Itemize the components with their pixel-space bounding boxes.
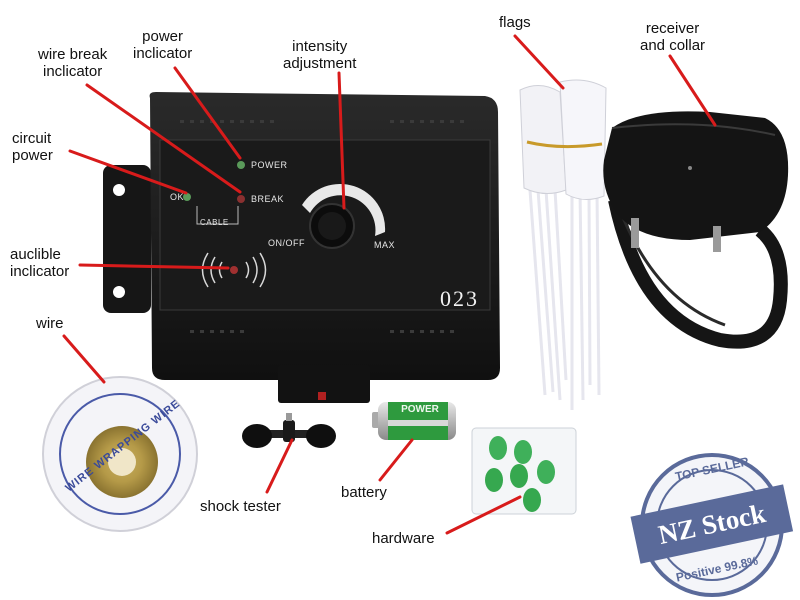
spool-ring xyxy=(59,393,181,515)
break-led xyxy=(237,195,245,203)
wire-nut xyxy=(523,488,541,512)
model-number: 023 xyxy=(440,286,479,311)
label-power-indicator: power inclicator xyxy=(133,28,193,62)
label-receiver-and-collar: receiver and collar xyxy=(640,20,706,54)
leader-break xyxy=(85,83,242,194)
label-intensity-adjustment: intensity adjustment xyxy=(283,38,357,72)
battery xyxy=(372,402,456,440)
leader-flags xyxy=(513,34,565,90)
label-battery: battery xyxy=(341,484,387,501)
battery-brand: POWER xyxy=(401,404,439,415)
terminal xyxy=(318,392,326,400)
audible-led xyxy=(230,266,238,274)
max-panel-label: MAX xyxy=(374,240,396,250)
break-panel-label: BREAK xyxy=(251,194,285,204)
collar-strap xyxy=(608,198,788,349)
cable-panel-label: CABLE xyxy=(200,218,229,227)
shock-tester xyxy=(242,413,336,448)
cable-bracket xyxy=(196,206,239,225)
speaker-waves-icon xyxy=(201,252,267,288)
leader-shock-tester xyxy=(265,438,294,494)
receiver-led xyxy=(688,166,692,170)
ok-led xyxy=(183,193,191,201)
leader-receiver xyxy=(668,54,717,127)
contact-prong xyxy=(713,226,721,252)
on-off-panel-label: ON/OFF xyxy=(268,238,305,248)
spool-hub xyxy=(108,448,136,476)
label-wire: wire xyxy=(36,315,64,332)
leader-battery xyxy=(378,438,414,482)
tester-bulb xyxy=(283,420,295,442)
power-led xyxy=(237,161,245,169)
wire-nut xyxy=(489,436,507,460)
stamp-banner xyxy=(630,484,794,564)
label-wire-break-indicator: wire break inclicator xyxy=(38,46,108,80)
hardware-bag xyxy=(471,427,577,515)
label-audible-indicator: auclible inclicator xyxy=(10,246,70,280)
terminal-block xyxy=(278,365,370,403)
wire-nut xyxy=(514,440,532,464)
leader-audible xyxy=(78,263,230,270)
wire-nut xyxy=(537,460,555,484)
mounting-hole xyxy=(113,286,125,298)
label-shock-tester: shock tester xyxy=(200,498,281,515)
leader-intensity xyxy=(337,71,346,210)
boundary-flags xyxy=(519,79,607,410)
receiver-and-collar xyxy=(603,111,789,349)
tester-cap xyxy=(306,424,336,448)
wire-spool xyxy=(42,376,198,532)
tester-cap xyxy=(242,424,272,448)
leader-power xyxy=(173,66,242,160)
mounting-hole xyxy=(113,184,125,196)
leader-hardware xyxy=(445,495,522,535)
receiver-unit xyxy=(603,111,789,240)
nz-stock-stamp xyxy=(630,453,794,597)
label-flags: flags xyxy=(499,14,531,31)
transmitter-box xyxy=(103,92,500,403)
label-circuit-power: circuit power xyxy=(12,130,53,164)
flag-cloth xyxy=(519,85,567,194)
ok-panel-label: OK xyxy=(170,192,185,202)
contact-prong xyxy=(631,218,639,248)
leader-circuit-power xyxy=(68,149,188,195)
intensity-scale-arc xyxy=(302,183,386,236)
power-panel-label: POWER xyxy=(251,160,288,170)
leader-wire xyxy=(62,334,106,384)
wire-nut xyxy=(485,468,503,492)
flag-cloth xyxy=(559,79,607,200)
wire-nut xyxy=(510,464,528,488)
rubber-band xyxy=(526,140,603,149)
leader-lines xyxy=(62,34,717,535)
mounting-bracket xyxy=(103,165,151,313)
label-hardware: hardware xyxy=(372,530,435,547)
vent-grille xyxy=(180,120,464,333)
knob-cap xyxy=(318,212,346,240)
